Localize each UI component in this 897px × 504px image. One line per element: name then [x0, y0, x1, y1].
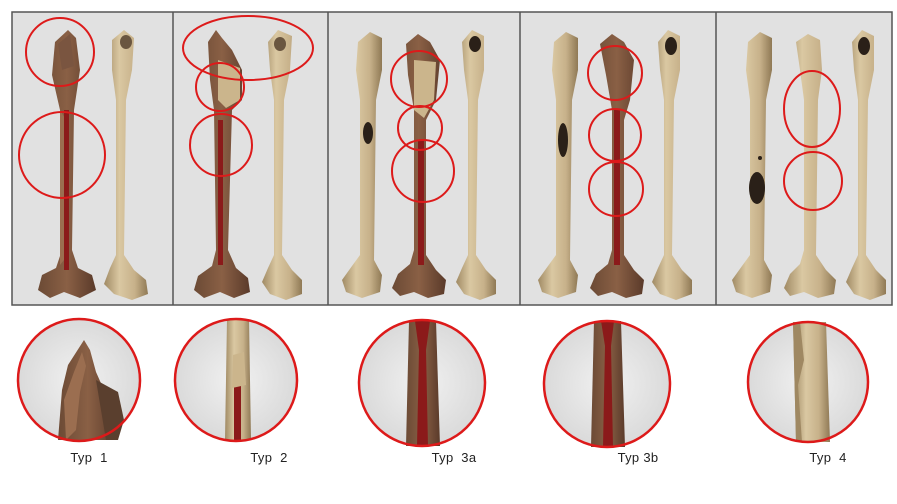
- detail-circle-typ-4: [748, 322, 868, 442]
- panel-typ-3a: [342, 30, 496, 300]
- type-label-typ-3a: Typ 3a: [404, 450, 504, 465]
- panel-typ-3b: [538, 30, 692, 300]
- detail-circle-typ-3b: [544, 321, 670, 447]
- panel-typ-4: [732, 30, 886, 300]
- detail-circle-typ-3a: [359, 320, 485, 446]
- detail-circle-typ-1: [18, 319, 140, 441]
- type-label-typ-3b: Typ 3b: [588, 450, 688, 465]
- type-label-typ-2: Typ 2: [219, 450, 319, 465]
- detail-circle-typ-2: [175, 319, 297, 442]
- type-label-typ-4: Typ 4: [778, 450, 878, 465]
- type-label-typ-1: Typ 1: [39, 450, 139, 465]
